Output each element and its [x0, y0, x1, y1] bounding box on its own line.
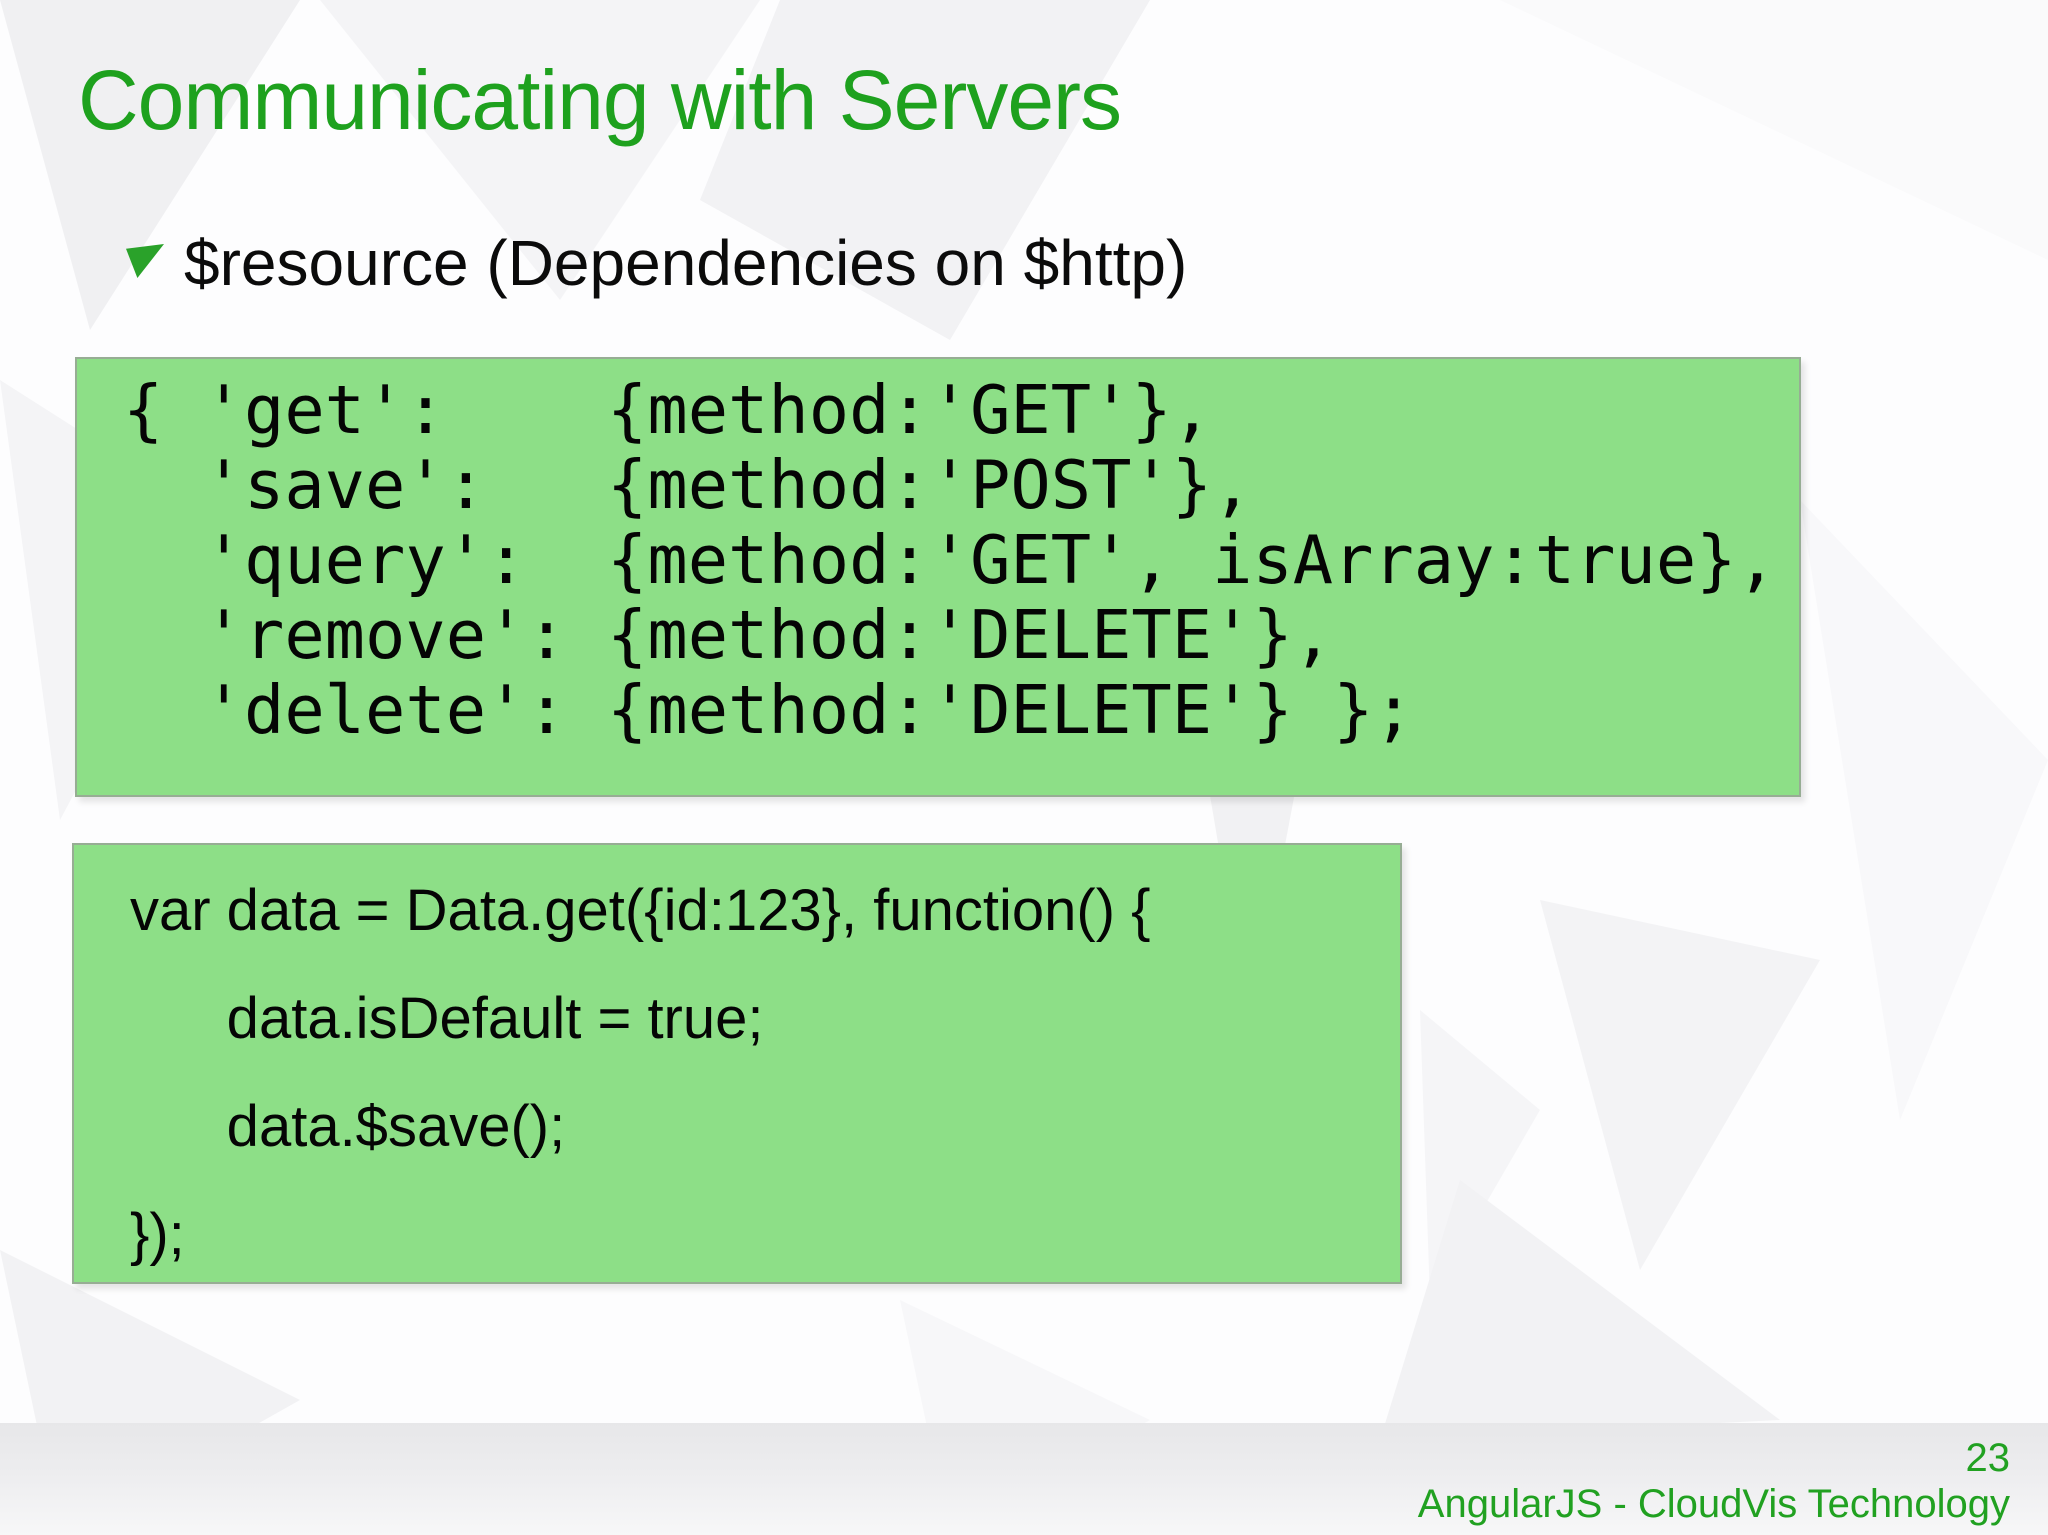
- code-block-usage-example: var data = Data.get({id:123}, function()…: [72, 843, 1402, 1284]
- bullet-item: $resource (Dependencies on $http): [126, 226, 1187, 300]
- slide-title: Communicating with Servers: [78, 53, 1122, 147]
- code-block-resource-actions: { 'get': {method:'GET'}, 'save': {method…: [75, 357, 1801, 797]
- page-number: 23: [1965, 1436, 2011, 1480]
- bullet-triangle-icon: [126, 244, 164, 278]
- footer-company-text: AngularJS - CloudVis Technology: [1417, 1482, 2010, 1526]
- bullet-text: $resource (Dependencies on $http): [184, 227, 1188, 299]
- footer: 23 AngularJS - CloudVis Technology: [0, 1423, 2048, 1535]
